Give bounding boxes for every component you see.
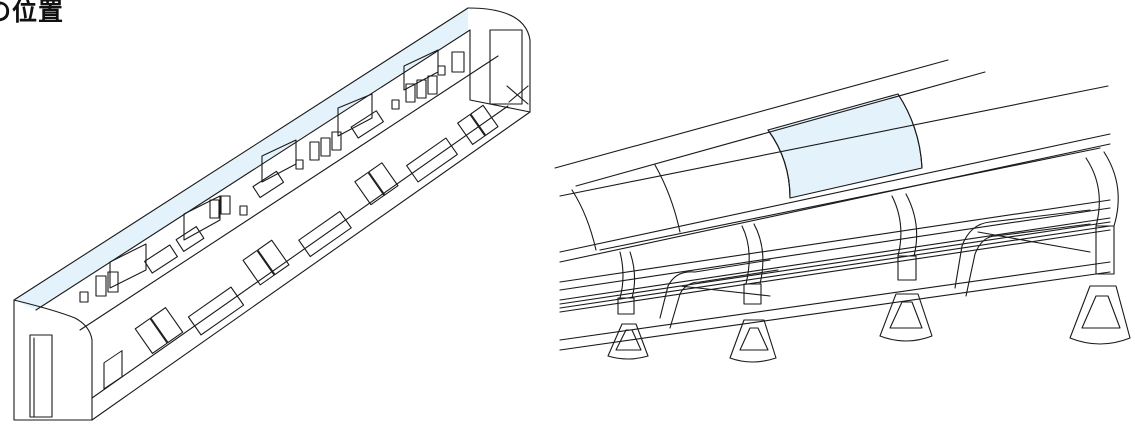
far-end-diagonal-2 xyxy=(508,85,529,103)
train-car-cutaway xyxy=(13,7,531,421)
rack-brackets xyxy=(109,49,439,289)
side-door-2 xyxy=(242,239,290,286)
side-window-2 xyxy=(187,286,245,336)
roof-edge-line xyxy=(13,7,469,301)
figure-title: の位置 xyxy=(0,0,65,26)
highlighted-ceiling-panel xyxy=(767,93,923,199)
hand-strap-4 xyxy=(1069,151,1131,345)
ceiling-lower-edge xyxy=(599,147,1101,251)
side-window-3 xyxy=(298,210,352,258)
ceiling-top-line-2 xyxy=(575,71,986,187)
ceiling-highlight-strip xyxy=(14,8,468,310)
rack-support-right xyxy=(954,209,1091,297)
side-door-1 xyxy=(134,307,184,354)
far-wall-elements xyxy=(79,51,465,303)
hand-strap-2 xyxy=(729,223,777,363)
wall-lower-edge xyxy=(91,105,509,399)
ceiling-handrail-detail xyxy=(554,59,1131,363)
rack-support-left xyxy=(659,259,779,329)
handrail-top xyxy=(559,133,1111,253)
floor-near-edge xyxy=(91,111,531,421)
handrail-bottom xyxy=(559,143,1111,263)
side-window-1 xyxy=(103,350,123,390)
far-end-door xyxy=(489,29,523,105)
side-door-4 xyxy=(457,104,499,145)
ceiling-inner-line xyxy=(35,29,471,311)
ceiling-curve-d xyxy=(897,93,923,169)
ceiling-curve-a xyxy=(571,189,597,251)
side-door-3 xyxy=(354,162,399,206)
hand-strap-3 xyxy=(879,193,933,342)
far-end-face xyxy=(467,7,531,113)
luggage-rack xyxy=(559,199,1111,351)
near-end-door xyxy=(29,334,53,418)
side-window-4 xyxy=(406,137,458,183)
panel-divider xyxy=(559,85,1109,197)
hand-strap-1 xyxy=(607,251,649,360)
ceiling-curve-b xyxy=(654,164,681,233)
ceiling-curve-c xyxy=(767,129,791,199)
ceiling-top-line-1 xyxy=(554,59,949,169)
near-end-face xyxy=(13,299,93,421)
far-wall-floor-line xyxy=(79,55,499,331)
